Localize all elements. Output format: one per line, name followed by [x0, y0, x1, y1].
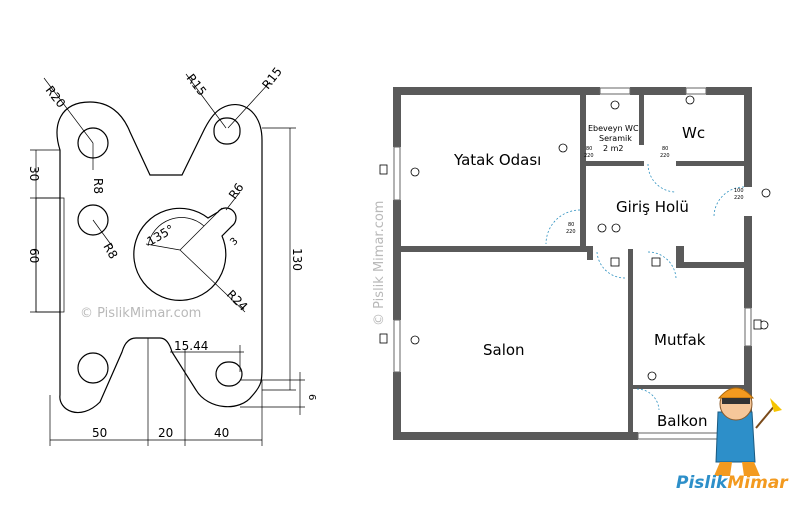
label-dim-40: 40 [214, 426, 229, 440]
label-r8-mid: R8 [100, 241, 120, 262]
room-giris: Giriş Holü [616, 198, 689, 216]
svg-text:80: 80 [662, 146, 668, 152]
door-tag-ebeveyn: 80 220 [584, 146, 594, 159]
svg-text:220: 220 [734, 195, 744, 201]
label-dim-50: 50 [92, 426, 107, 440]
svg-text:100: 100 [734, 188, 744, 194]
label-dim-6: 6 [306, 394, 317, 400]
label-dim-20: 20 [158, 426, 173, 440]
door-swings [545, 163, 745, 411]
label-dim-30: 30 [27, 166, 41, 181]
door-tag-entrance: 100 220 [734, 188, 744, 201]
keyhole [133, 207, 237, 301]
room-labels: Yatak Odası Ebeveyn WC Seramik 2 m2 Wc G… [453, 124, 708, 430]
door-tag-yatak: 80 220 [566, 222, 576, 235]
slot-top-right [213, 117, 241, 145]
room-ebeveyn-line3: 2 m2 [603, 144, 624, 153]
room-ebeveyn-line2: Seramik [599, 134, 632, 143]
room-wc: Wc [682, 124, 705, 142]
label-r6: R6 [226, 181, 247, 202]
svg-text:80: 80 [568, 222, 574, 228]
electrical-symbols [379, 95, 771, 381]
label-r15-top: R15 [184, 71, 210, 98]
room-ebeveyn-line1: Ebeveyn WC [588, 124, 639, 133]
logo-text: PislikMimar [676, 473, 789, 493]
mechanical-dimension-labels: R20 R15 R15 R8 R8 R6 R24 135° 3 30 60 13… [27, 65, 317, 440]
label-dim-60: 60 [27, 248, 41, 263]
watermark-mechanical: © PislikMimar.com [80, 306, 201, 321]
walls [393, 87, 752, 440]
room-mutfak: Mutfak [654, 331, 706, 349]
door-tag-wc: 80 220 [660, 146, 670, 159]
svg-text:220: 220 [584, 153, 594, 159]
room-balkon: Balkon [657, 412, 708, 430]
room-yatak: Yatak Odası [453, 151, 541, 169]
svg-text:220: 220 [660, 153, 670, 159]
label-dim-15-44: 15.44 [174, 339, 208, 353]
label-r20-left: R20 [43, 83, 69, 110]
hole-mid-left [77, 204, 109, 236]
mechanical-dimensions [30, 73, 305, 446]
label-r24: R24 [224, 287, 251, 314]
label-small-3: 3 [228, 236, 240, 248]
svg-text:80: 80 [586, 146, 592, 152]
label-angle: 135° [145, 222, 177, 249]
hole-bottom-left [77, 352, 109, 384]
watermark-floorplan: © Pislik Mimar.com [372, 201, 387, 326]
slot-bottom-right [215, 361, 243, 387]
room-salon: Salon [483, 341, 525, 359]
pislikmimar-logo: PislikMimar [676, 387, 789, 493]
door-tags: 80 220 80 220 80 220 100 220 [566, 146, 744, 235]
label-r15-right: R15 [259, 65, 285, 92]
svg-text:220: 220 [566, 229, 576, 235]
label-dim-130: 130 [290, 248, 304, 271]
mechanical-drawing [56, 101, 263, 414]
label-r8-top: R8 [91, 178, 105, 194]
part-outline [56, 101, 263, 414]
floor-plan: Yatak Odası Ebeveyn WC Seramik 2 m2 Wc G… [372, 87, 771, 440]
worker-mascot [714, 387, 782, 476]
